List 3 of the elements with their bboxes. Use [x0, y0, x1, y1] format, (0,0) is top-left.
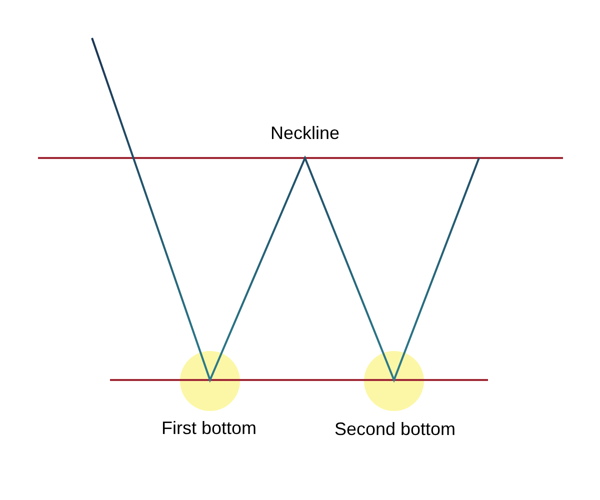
bottom-label: Second bottom: [334, 418, 456, 440]
bottom-label: First bottom: [161, 417, 257, 439]
neckline-label: Neckline: [270, 122, 340, 144]
